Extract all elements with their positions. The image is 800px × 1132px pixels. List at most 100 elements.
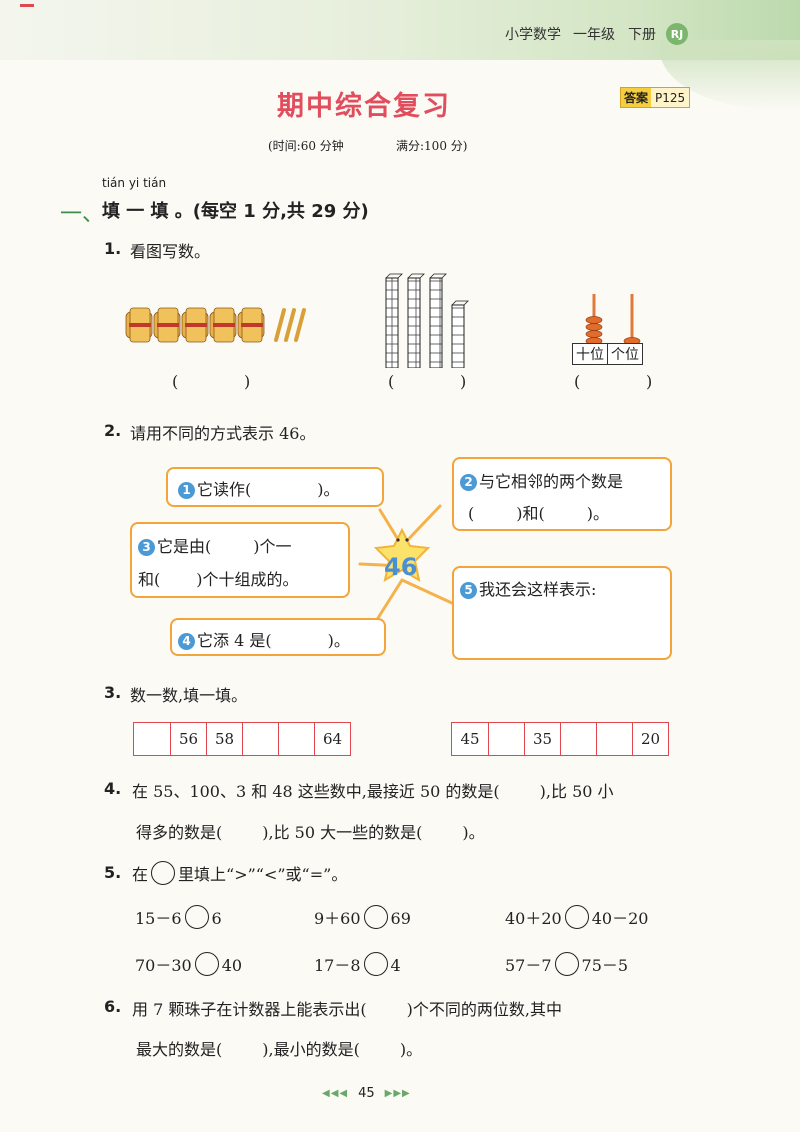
q6-line1: 用 7 颗珠子在计数器上能表示出( )个不同的两位数,其中: [132, 996, 562, 1020]
section-number: 一、: [60, 202, 105, 227]
cell: 45: [460, 730, 480, 748]
compare-left: 17－8: [314, 956, 361, 975]
compare-right: 4: [390, 956, 401, 975]
q6-number: 6.: [104, 997, 122, 1016]
star-rays-icon: [358, 504, 456, 620]
compare-circle[interactable]: [564, 905, 589, 929]
b4-end: )。: [327, 631, 350, 650]
corner-mark: [20, 4, 34, 7]
q1-blank-2-close: ): [460, 372, 467, 391]
q5-number: 5.: [104, 863, 122, 882]
b5-text: 我还会这样表示:: [479, 580, 597, 599]
cell: 64: [314, 723, 350, 755]
circle-number-icon: 3: [138, 539, 155, 556]
compare-circle[interactable]: [363, 952, 388, 976]
grade-label: 一年级: [573, 27, 615, 43]
q4-line1: 在 55、100、3 和 48 这些数中,最接近 50 的数是(),比 50 小: [132, 778, 614, 802]
left-arrows-icon: ◀◀◀: [322, 1088, 349, 1099]
q5-text: 在 里填上“>”“<”或“=”。: [132, 861, 347, 885]
q2-number: 2.: [104, 421, 122, 440]
page-number: 45: [358, 1086, 375, 1101]
tens-label: 十位: [573, 344, 608, 364]
center-number: 46: [384, 553, 418, 581]
q1-text: 看图写数。: [130, 242, 211, 261]
cell: 35: [524, 723, 560, 755]
cell[interactable]: [278, 723, 314, 755]
page-title: 期中综合复习: [277, 91, 451, 122]
q5-text-a: 在: [132, 865, 149, 884]
section-pinyin: tián yi tián: [102, 176, 167, 190]
circle-icon: [151, 861, 176, 885]
compare-right: 6: [211, 909, 222, 928]
cell: 56: [170, 723, 206, 755]
answer-tag[interactable]: 答案 P125: [620, 87, 691, 108]
compare-right: 40－20: [591, 909, 649, 928]
compare-circle[interactable]: [554, 952, 579, 976]
q1-number: 1.: [104, 239, 122, 258]
b1-end: )。: [317, 480, 340, 499]
number-row-2: 45 35 20: [451, 722, 669, 756]
circle-number-icon: 4: [178, 632, 195, 650]
abacus-icon: [585, 294, 641, 346]
compare-circle[interactable]: [363, 905, 388, 929]
b3-line1a: 它是由(: [157, 537, 212, 556]
cell[interactable]: [488, 723, 524, 755]
b4-text: 它添 4 是(: [197, 631, 272, 650]
subject-label: 小学数学: [505, 27, 561, 43]
circle-number-icon: 5: [460, 581, 477, 599]
b3-line2b: )个十组成的。: [196, 570, 299, 589]
b3-line2a: 和(: [138, 570, 161, 589]
q6-line2-text: 最大的数是(: [136, 1040, 223, 1059]
exam-time: (时间:60 分钟: [268, 139, 344, 153]
compare-left: 40＋20: [505, 909, 562, 928]
b2-end: )。: [586, 504, 609, 523]
cell[interactable]: [242, 723, 278, 755]
edition-badge: RJ: [666, 23, 688, 45]
ones-label: 个位: [611, 347, 639, 363]
right-arrows-icon: ▶▶▶: [384, 1088, 411, 1099]
term-label: 下册: [628, 27, 656, 43]
q4-line2: 得多的数是( ),比 50 大一些的数是( )。: [136, 819, 485, 843]
cell: 20: [632, 723, 668, 755]
circle-number-icon: 1: [178, 481, 195, 499]
compare-item: 9＋60 69: [314, 905, 411, 929]
q4-number: 4.: [104, 779, 122, 798]
cell[interactable]: [134, 723, 170, 755]
compare-left: 9＋60: [314, 909, 361, 928]
compare-item: 17－8 4: [314, 952, 401, 976]
q5-text-b: 里填上“>”“<”或“=”。: [178, 865, 348, 884]
q6-line1-text: 用 7 颗珠子在计数器上能表示出(: [132, 1000, 367, 1019]
q6-line2-mid: ),最小的数是(: [262, 1040, 360, 1059]
exam-score: 满分:100 分): [396, 139, 468, 153]
section-title: 填 一 填 。(每空 1 分,共 29 分): [102, 201, 369, 222]
q4-line2-text: 得多的数是(: [136, 823, 223, 842]
compare-item: 40＋20 40－20: [505, 905, 648, 929]
compare-right: 40: [221, 956, 243, 975]
number-row-1: 56 58 64: [133, 722, 351, 756]
q1-blank-3-close: ): [646, 372, 653, 391]
b2-line1: 与它相邻的两个数是: [479, 472, 624, 491]
page-footer: ◀◀◀ 45 ▶▶▶: [322, 1086, 411, 1101]
q1-blank-3-open: (: [574, 372, 581, 391]
cell[interactable]: [596, 723, 632, 755]
compare-right: 69: [390, 909, 411, 928]
q6-line2-end: )。: [399, 1040, 423, 1059]
q1-blank-1-open: (: [172, 372, 179, 391]
q4-line1-text: 在 55、100、3 和 48 这些数中,最接近 50 的数是(: [132, 782, 500, 801]
q6-line1-end: )个不同的两位数,其中: [406, 1000, 562, 1019]
compare-left: 57－7: [505, 956, 552, 975]
stick-bundles-icon: [125, 307, 306, 343]
q2-text: 请用不同的方式表示 46。: [130, 424, 316, 443]
circle-number-icon: 2: [460, 473, 477, 491]
compare-circle[interactable]: [184, 905, 209, 929]
q4-line2-end: )。: [462, 823, 485, 842]
compare-circle[interactable]: [194, 952, 219, 976]
q3-number: 3.: [104, 683, 122, 702]
q4-line2-mid: ),比 50 大一些的数是(: [262, 823, 423, 842]
cell[interactable]: [560, 723, 596, 755]
q6-line2: 最大的数是( ),最小的数是( )。: [136, 1036, 422, 1060]
